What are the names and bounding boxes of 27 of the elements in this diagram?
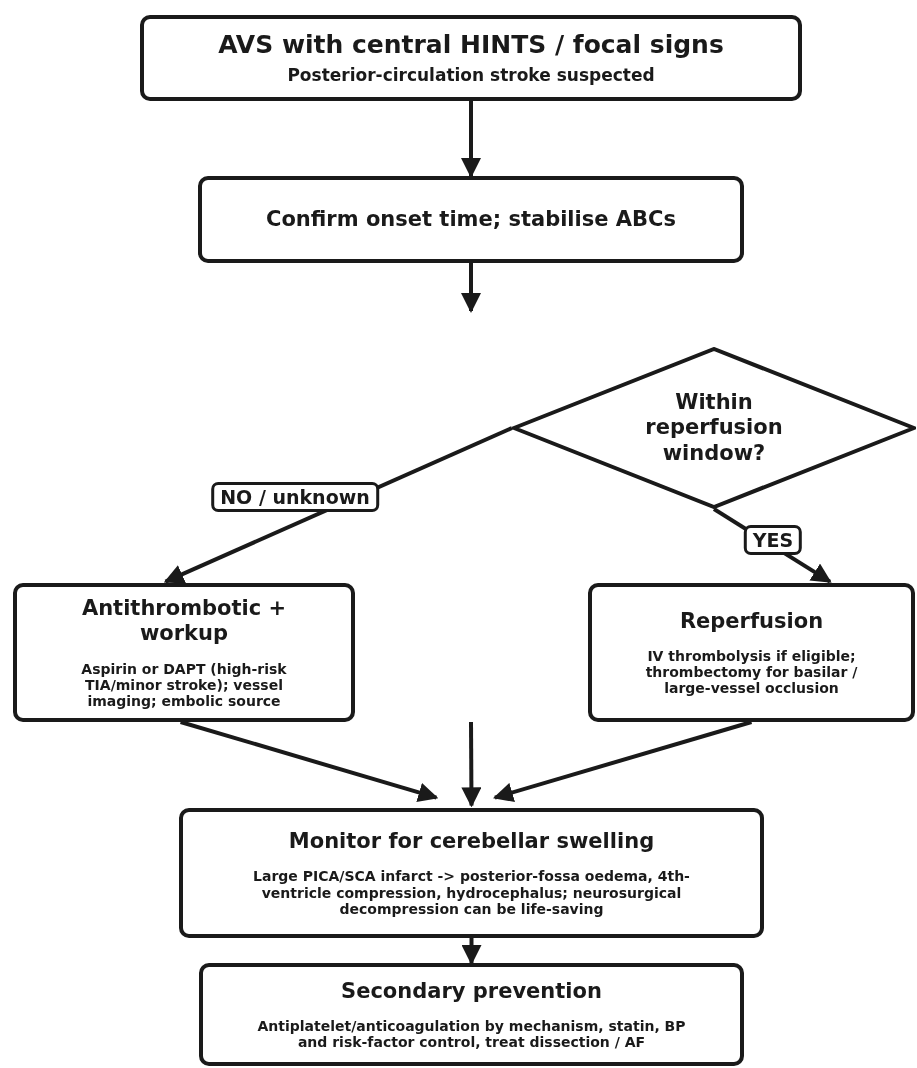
decision-diamond <box>512 347 916 509</box>
process-box <box>199 963 744 1066</box>
arrow <box>461 938 482 965</box>
edge-label: NO / unknown <box>211 482 379 512</box>
node-title: Within reperfusion window? <box>644 390 784 466</box>
arrow <box>461 263 481 313</box>
node-description: IV thrombolysis if eligible; thrombectomy for basilar / large-vessel occlusion <box>644 647 859 697</box>
process-box <box>179 808 764 938</box>
node-title: Confirm onset time; stabilise ABCs <box>266 206 676 233</box>
arrow <box>180 720 439 803</box>
node-title: Monitor for cerebellar swelling <box>288 829 655 855</box>
arrow <box>461 101 481 178</box>
process-box <box>198 176 744 263</box>
arrow <box>493 720 753 803</box>
edge-label: YES <box>743 525 803 555</box>
node-description: Aspirin or DAPT (high-risk TIA/minor stroke); vessel imaging; embolic source <box>80 660 288 709</box>
node-description: Posterior-circulation stroke suspected <box>287 66 655 86</box>
node-title: AVS with central HINTS / focal signs <box>218 30 724 61</box>
node-title: Reperfusion <box>679 608 824 634</box>
process-box <box>588 583 915 722</box>
node-title: Secondary prevention <box>341 978 602 1004</box>
node-description: Antiplatelet/anticoagulation by mechanism, statin, BP and risk-factor control, treat dissection / AF <box>256 1018 687 1051</box>
node-title: Antithrombotic + workup <box>80 596 288 647</box>
process-box <box>140 15 802 101</box>
arrow <box>461 722 482 808</box>
node-description: Large PICA/SCA infarct -> posterior-fossa oedema, 4th-ventricle compression, hydrocephalus; neurosurgical decompression can be life-saving <box>252 868 691 917</box>
process-box <box>13 583 355 722</box>
